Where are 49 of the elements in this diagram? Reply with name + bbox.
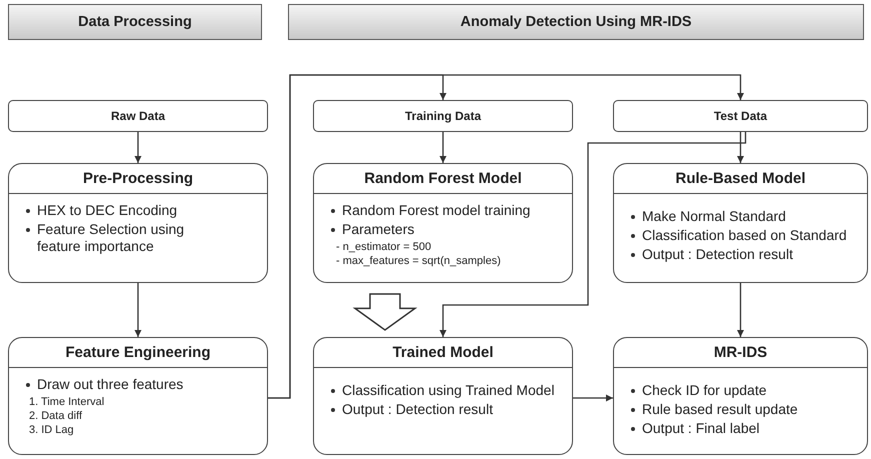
bullet-text: Feature Selection using feature importance	[37, 221, 186, 255]
arrow	[440, 132, 746, 337]
data-box	[613, 100, 868, 132]
bullet-text: Output : Detection result	[342, 401, 493, 418]
bullet-text: Parameters	[342, 221, 414, 238]
box-title: Trained Model	[392, 344, 494, 361]
bullet-text: Output : Final label	[642, 420, 760, 437]
process-box	[8, 163, 268, 283]
arrow	[268, 74, 744, 399]
block-arrow	[352, 293, 418, 331]
sub-item-text: - max_features = sqrt(n_samples)	[336, 254, 501, 268]
box-label: Training Data	[404, 109, 481, 123]
bullet-text: Draw out three features	[37, 376, 184, 393]
process-box	[313, 337, 573, 455]
process-box	[613, 163, 868, 283]
arrow	[573, 394, 613, 402]
arrow	[737, 132, 744, 163]
process-box	[313, 163, 573, 283]
box-title: MR-IDS	[714, 344, 768, 361]
sub-item-text: 2. Data diff	[29, 409, 82, 423]
box-title: Rule-Based Model	[675, 170, 806, 187]
bullet-text: Rule based result update	[642, 401, 798, 418]
box-label: Test Data	[714, 109, 768, 123]
bullet-text: HEX to DEC Encoding	[37, 202, 178, 219]
arrow	[737, 283, 744, 337]
box-title: Pre-Processing	[82, 170, 194, 187]
box-title: Feature Engineering	[65, 344, 211, 361]
bullet-text: Classification using Trained Model	[342, 382, 554, 399]
sub-item-text: 3. ID Lag	[29, 423, 74, 437]
process-box	[8, 337, 268, 455]
sub-item-text: 1. Time Interval	[29, 395, 104, 409]
arrow	[134, 132, 142, 163]
box-label: Raw Data	[110, 109, 166, 123]
section-header-band	[8, 4, 262, 40]
process-box	[613, 337, 868, 455]
arrow	[440, 132, 446, 163]
bullet-text: Random Forest model training	[342, 202, 530, 219]
section-title: Anomaly Detection Using MR-IDS	[460, 14, 692, 30]
box-title: Random Forest Model	[364, 170, 522, 187]
bullet-text: Output : Detection result	[642, 246, 793, 263]
bullet-text: Classification based on Standard	[642, 227, 847, 244]
section-title: Data Processing	[78, 14, 192, 30]
bullet-text: Check ID for update	[642, 382, 767, 399]
sub-item-text: - n_estimator = 500	[336, 240, 432, 254]
data-box	[8, 100, 268, 132]
section-header-band	[288, 4, 864, 40]
bullet-text: Make Normal Standard	[642, 208, 786, 225]
arrow	[134, 283, 142, 337]
data-box	[313, 100, 573, 132]
